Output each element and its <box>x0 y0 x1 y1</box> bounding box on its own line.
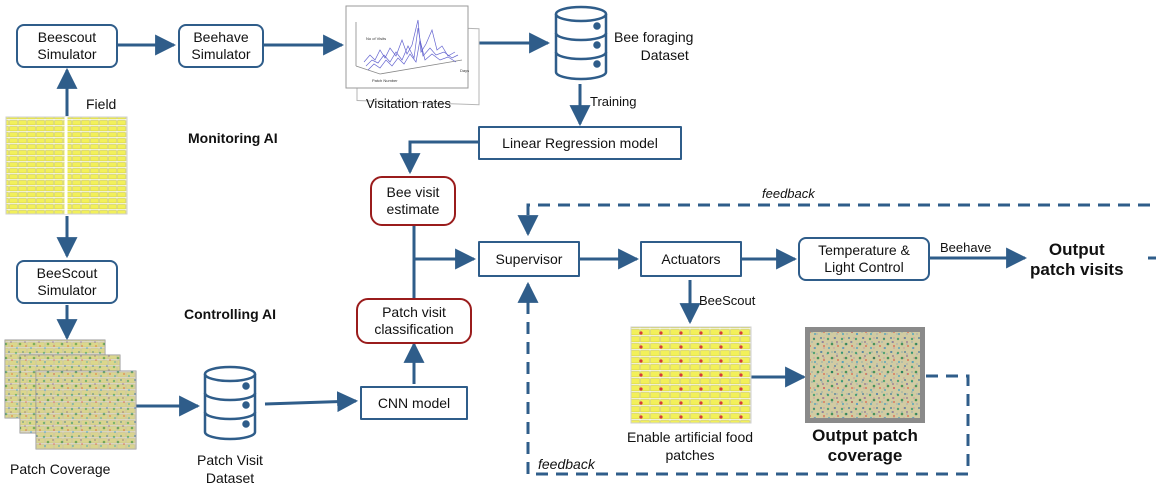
supervisor-label: Supervisor <box>495 250 563 267</box>
supervisor: Supervisor <box>478 241 580 277</box>
cnn-model-label: CNN model <box>377 394 451 411</box>
bee-visit-estimate: Bee visit estimate <box>370 176 456 226</box>
beescout-sim-bottom-line2: Simulator <box>37 282 97 298</box>
feedback-top-label: feedback <box>762 186 815 201</box>
patch-coverage-label: Patch Coverage <box>10 461 111 477</box>
training-label: Training <box>590 94 637 109</box>
actuators-label: Actuators <box>661 250 721 267</box>
patch-visit-dataset-line1: Patch Visit <box>197 452 263 468</box>
beescout-sim-line1: Beescout <box>37 29 97 45</box>
patch-visit-class-line2: classification <box>374 321 454 337</box>
patch-visit-dataset-line2: Dataset <box>205 470 255 486</box>
feedback-bottom-loop <box>517 281 970 476</box>
output-patch-coverage-label: Output patch coverage <box>812 426 971 466</box>
beehave-sim-line1: Beehave <box>193 29 249 45</box>
bee-foraging-line2: Dataset <box>640 47 689 63</box>
patch-visit-db-icon <box>203 365 257 441</box>
chart-x-label: Patch Number <box>372 78 398 83</box>
output-coverage-line1: Output patch <box>812 426 918 445</box>
visitation-rates-label: Visitation rates <box>366 96 452 111</box>
controlling-ai-label: Controlling AI <box>184 306 277 322</box>
bee-foraging-db-icon <box>554 5 608 81</box>
beehave-simulator: Beehave Simulator <box>178 24 264 68</box>
beescout-sim-line2: Simulator <box>37 46 97 62</box>
patch-coverage-image-stack <box>4 339 137 450</box>
enable-food-line2: patches <box>665 447 715 463</box>
output-coverage-line2: coverage <box>827 446 903 465</box>
actuators: Actuators <box>640 241 742 277</box>
beescout-edge-label: BeeScout <box>699 293 756 308</box>
bee-visit-line1: Bee visit <box>386 184 440 200</box>
field-label: Field <box>86 96 117 112</box>
enable-food-label: Enable artificial food patches <box>627 428 816 464</box>
beescout-simulator-top: Beescout Simulator <box>16 24 118 68</box>
beehave-edge-label: Beehave <box>940 240 992 255</box>
output-coverage-image <box>805 327 925 423</box>
patch-visit-classification: Patch visit classification <box>356 298 472 344</box>
food-patches-image <box>630 326 752 424</box>
chart-z-label: Days <box>460 68 469 73</box>
beehave-sim-line2: Simulator <box>191 46 251 62</box>
edge-regression-to-bee-visit <box>399 140 478 175</box>
output-visits-line1: Output <box>1048 240 1105 259</box>
temperature-light-control: Temperature & Light Control <box>798 237 930 281</box>
enable-food-line1: Enable artificial food <box>626 429 754 445</box>
bee-visit-line2: estimate <box>386 201 440 217</box>
output-patch-visits-label: Output patch visits <box>1030 240 1124 280</box>
bee-foraging-line1: Bee foraging <box>614 29 694 45</box>
beescout-simulator-bottom: BeeScout Simulator <box>16 260 118 304</box>
linear-regression-model: Linear Regression model <box>478 126 682 160</box>
monitoring-ai-label: Monitoring AI <box>188 130 278 146</box>
temp-light-line1: Temperature & <box>818 242 910 258</box>
bee-foraging-dataset-label: Bee foraging Dataset <box>614 28 693 64</box>
beescout-sim-bottom-line1: BeeScout <box>36 265 98 281</box>
feedback-bottom-label: feedback <box>538 456 595 472</box>
edges <box>56 32 1028 417</box>
patch-visit-dataset-label: Patch Visit Dataset <box>197 451 296 487</box>
patch-visit-class-line1: Patch visit <box>382 304 446 320</box>
linear-regression-label: Linear Regression model <box>502 134 658 151</box>
feedback-top-loop <box>517 203 1150 237</box>
feedback-loops <box>517 203 1156 476</box>
cnn-model: CNN model <box>360 386 468 420</box>
temp-light-line2: Light Control <box>824 259 904 275</box>
visitation-chart-thumbnail: No of Visits Patch Number Days <box>345 5 480 106</box>
output-visits-line2: patch visits <box>1030 260 1124 279</box>
edge-dataset-to-cnn <box>264 391 359 413</box>
chart-y-label: No of Visits <box>366 36 386 41</box>
